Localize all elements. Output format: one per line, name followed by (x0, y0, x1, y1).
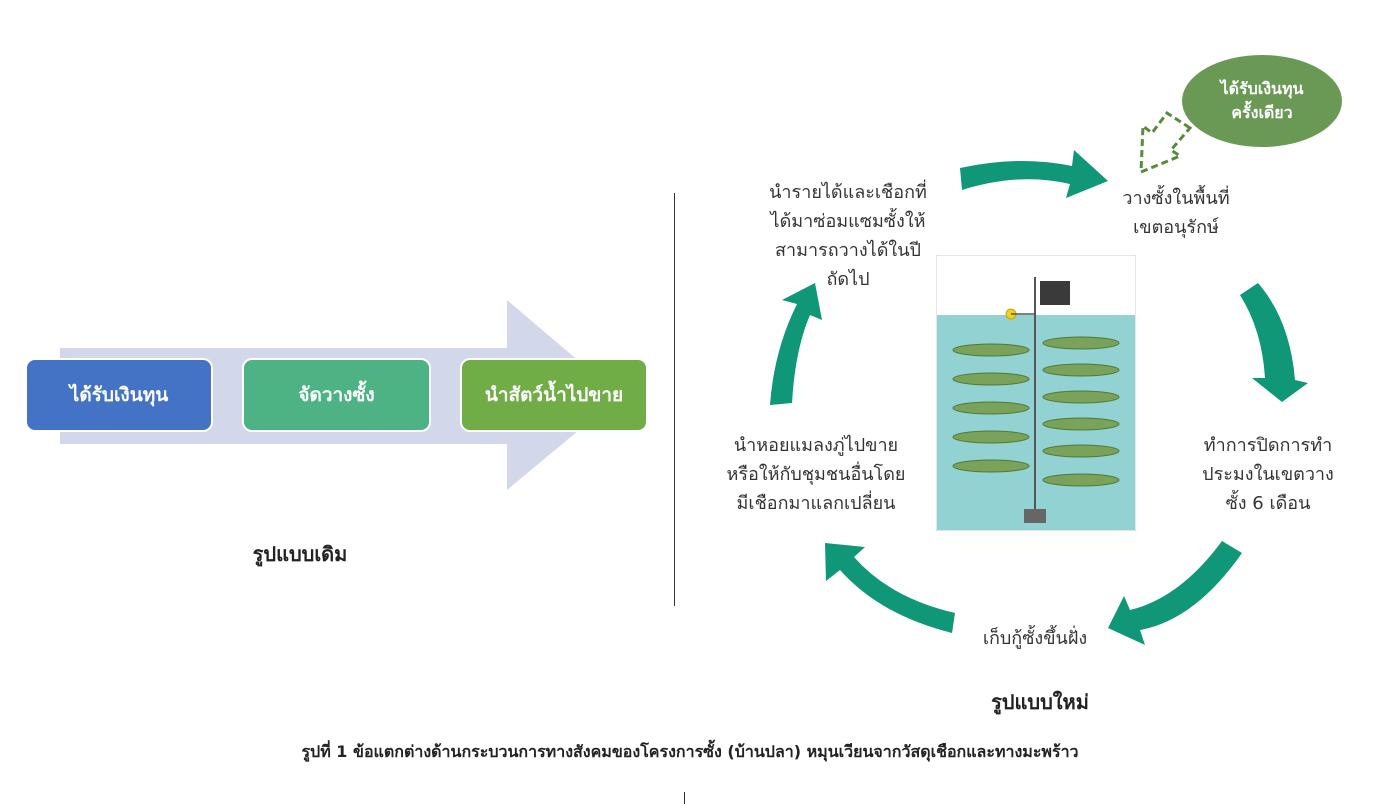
cycle-arrow-bottom-left (825, 543, 955, 633)
divider-line (674, 193, 675, 606)
cycle-arrow-top (960, 150, 1108, 198)
cycle-step-sell-mussels: นำหอยแมลงภู่ไปขาย หรือให้กับชุมชนอื่นโดย… (726, 435, 906, 514)
flag-icon (1040, 281, 1070, 305)
cycle-arrow-right (1240, 283, 1308, 402)
cycle-step-repair-fad: นำรายได้และเชือกที่ ได้มาซ่อมแซมซั้งให้ … (769, 182, 927, 290)
cycle-step-retrieve-fad: เก็บกู้ซั้งขึ้นฝั่ง (982, 628, 1088, 649)
old-model-title: รูปแบบเดิม (252, 542, 348, 566)
cycle-step-place-fad: วางซั้งในพื้นที่ เขตอนุรักษ์ (1122, 188, 1230, 238)
old-step-place-fad: จัดวางซั้ง (242, 358, 431, 432)
cycle-step-close-fishing: ทำการปิดการทำ ประมงในเขตวาง ซั้ง 6 เดือน (1202, 435, 1334, 514)
funding-dashed-arrow (1139, 110, 1193, 175)
old-step-funding: ได้รับเงินทุน (25, 358, 213, 432)
cycle-arrow-bottom-right (1108, 541, 1242, 645)
fad-illustration (936, 255, 1136, 531)
figure-caption: รูปที่ 1 ข้อแตกต่างด้านกระบวนการทางสังคม… (301, 742, 1079, 761)
page-marker (684, 792, 685, 804)
anchor-block (1024, 509, 1046, 523)
funding-once-bubble: ได้รับเงินทุน ครั้งเดียว (1182, 55, 1342, 147)
cycle-arrow-left (770, 283, 822, 405)
new-model-title: รูปแบบใหม่ (991, 690, 1089, 714)
cycle-arrows (770, 110, 1308, 645)
old-step-sell-catch: นำสัตว์น้ำไปขาย (460, 358, 648, 432)
